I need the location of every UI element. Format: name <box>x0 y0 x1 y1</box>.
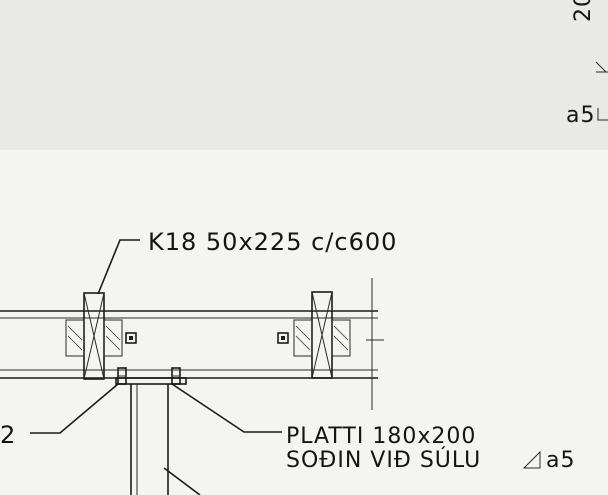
column-leader <box>163 467 201 495</box>
weld-label-top-right: a5 <box>566 103 595 128</box>
bolt-right <box>171 367 181 385</box>
weld-size-label: a5 <box>546 448 575 473</box>
item-number-leader <box>30 383 119 434</box>
leader-mark-top-right <box>595 61 607 73</box>
weld-symbol-icon <box>522 450 541 469</box>
weld-triangle-top-right <box>597 108 608 121</box>
bolt-left <box>117 367 127 385</box>
joist-right <box>293 291 351 379</box>
joist-label: K18 50x225 c/c600 <box>148 228 397 256</box>
plate-label-line1: PLATTI 180x200 <box>286 424 476 449</box>
joist-left <box>65 292 123 380</box>
bolt-dot-left <box>129 336 133 340</box>
item-number-label: 2 <box>0 421 16 449</box>
bolt-box-left <box>125 332 137 344</box>
bolt-dot-right <box>281 336 285 340</box>
plate-label-line2: SOÐIN VIÐ SÚLU <box>286 447 481 473</box>
dimension-label-20: 20 <box>571 0 596 22</box>
bearing-plate <box>115 377 187 385</box>
bolt-box-right <box>277 332 289 344</box>
joist-leader <box>97 239 140 295</box>
paper-shading <box>0 0 608 150</box>
plate-leader <box>171 383 282 433</box>
